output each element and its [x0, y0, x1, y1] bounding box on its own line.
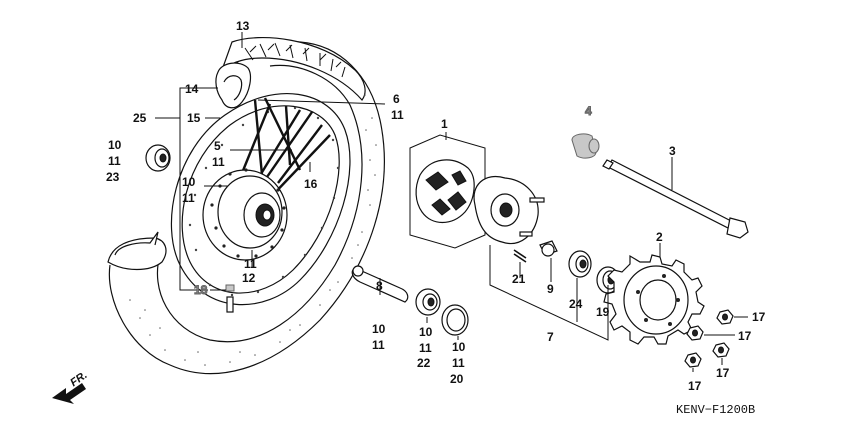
- damper-box: [409, 134, 486, 249]
- callout-5: 5: [214, 139, 221, 153]
- callout-21: 21: [512, 272, 526, 286]
- diagram-code: KENV−F1200B: [676, 403, 755, 417]
- callout-25: 25: [133, 111, 147, 125]
- bearing-23: [145, 144, 171, 172]
- callout-24: 24: [569, 297, 583, 311]
- valve-stem: [225, 284, 235, 313]
- callout-17-c: 17: [688, 379, 702, 393]
- inner-tube: [215, 62, 252, 109]
- nuts-17: [684, 309, 734, 368]
- callout-4: 4: [585, 104, 592, 118]
- front-direction-label: FR.: [68, 369, 89, 389]
- driven-flange: [473, 176, 545, 244]
- callout-17-a: 17: [752, 310, 766, 324]
- final-driven-sprocket: [603, 254, 705, 345]
- callout-14: 14: [185, 82, 199, 96]
- callout-15: 15: [187, 111, 201, 125]
- callout-13: 13: [236, 19, 250, 33]
- callout-10-b: 10: [182, 175, 196, 189]
- hub-holes: [210, 168, 286, 258]
- callout-6: 6: [393, 92, 400, 106]
- callout-9: 9: [547, 282, 554, 296]
- callout-11-f: 11: [452, 356, 465, 370]
- callout-18: 18: [194, 283, 208, 297]
- tire-stipple: [129, 94, 377, 366]
- callout-5-sub: 11: [212, 155, 225, 169]
- sprocket-holes: [636, 274, 680, 326]
- leader-lines: [155, 32, 748, 372]
- collar-9: [539, 240, 558, 257]
- callout-11-d: 11: [372, 338, 385, 352]
- callout-11-b: 11: [182, 191, 195, 205]
- callout-11-e: 11: [419, 341, 432, 355]
- callout-17-d: 17: [716, 366, 730, 380]
- bearing-24: [568, 250, 592, 278]
- bearing-22: [415, 288, 441, 316]
- rear-hub: [202, 168, 288, 261]
- callout-11-a: 11: [108, 154, 121, 168]
- oil-seal-20: [441, 304, 469, 336]
- callout-23: 23: [106, 170, 120, 184]
- callout-8: 8: [376, 279, 383, 293]
- callout-10-d: 10: [419, 325, 433, 339]
- callout-10-a: 10: [108, 138, 122, 152]
- callout-7: 7: [547, 330, 554, 344]
- front-direction-arrow: [52, 383, 86, 404]
- callout-3: 3: [669, 144, 676, 158]
- callout-10-e: 10: [452, 340, 466, 354]
- callout-11-c: 11: [244, 257, 257, 271]
- callout-6-sub: 11: [391, 108, 404, 122]
- callout-1: 1: [441, 117, 448, 131]
- collar-4: [571, 133, 600, 159]
- callout-2: 2: [656, 230, 663, 244]
- callout-22: 22: [417, 356, 431, 370]
- callout-19: 19: [596, 305, 610, 319]
- callout-12: 12: [242, 271, 256, 285]
- callout-16: 16: [304, 177, 318, 191]
- callout-17-b: 17: [738, 329, 752, 343]
- rear-axle: [602, 159, 749, 239]
- tread-pattern: [244, 42, 346, 78]
- stud-bolts: [513, 249, 527, 263]
- callout-20: 20: [450, 372, 464, 386]
- callout-10-c: 10: [372, 322, 386, 336]
- callouts: 13 14 25 15 6 11 5 11 10 11 23 10 11 16 …: [68, 19, 765, 417]
